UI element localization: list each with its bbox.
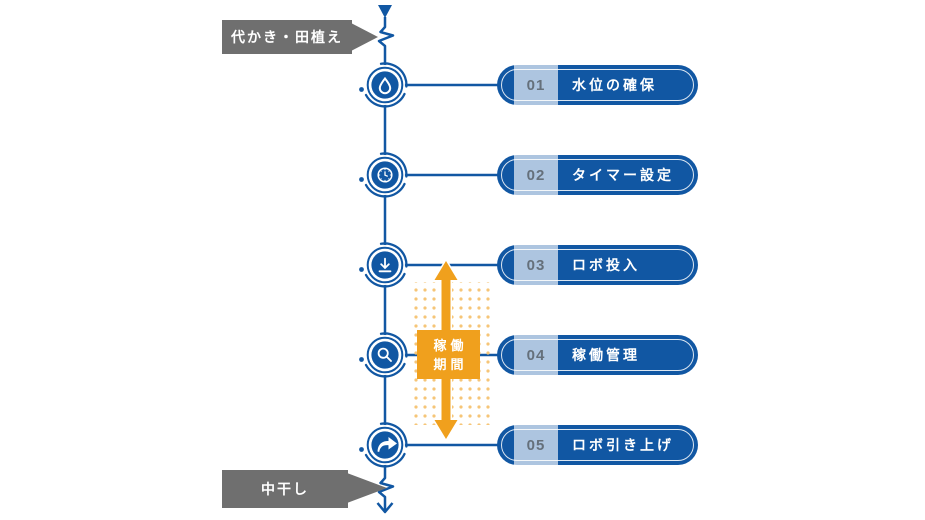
- period-label-line2: 期間: [433, 356, 468, 372]
- period-label-line1: 稼働: [433, 337, 468, 353]
- phase-label-end: 中干し: [222, 470, 348, 508]
- step-label: ロボ引き上げ: [572, 437, 674, 453]
- step-number-band: 05: [514, 425, 558, 465]
- phase-label-start: 代かき・田植え: [222, 20, 352, 54]
- step-pill-5: 05 ロボ引き上げ: [497, 425, 698, 465]
- arrow-right-icon: [359, 422, 408, 468]
- step-pill-3: 03 ロボ投入: [497, 245, 698, 285]
- step-label: タイマー設定: [572, 167, 674, 183]
- step-label: 稼働管理: [572, 347, 640, 363]
- step-label: 水位の確保: [572, 77, 657, 93]
- step-number-band: 04: [514, 335, 558, 375]
- clock-icon: [359, 152, 408, 198]
- step-number: 04: [526, 346, 546, 364]
- spine-end-arrowhead-icon: [376, 502, 394, 514]
- step-number-band: 02: [514, 155, 558, 195]
- step-pill-2: 02 タイマー設定: [497, 155, 698, 195]
- step-number-band: 01: [514, 65, 558, 105]
- water-drop-icon: [359, 62, 408, 108]
- step-number: 01: [526, 76, 546, 94]
- download-icon: [359, 242, 408, 288]
- step-number: 05: [526, 436, 546, 454]
- step-number-band: 03: [514, 245, 558, 285]
- step-pill-4: 04 稼働管理: [497, 335, 698, 375]
- search-icon: [359, 332, 408, 378]
- step-number: 02: [526, 166, 546, 184]
- step-pill-1: 01 水位の確保: [497, 65, 698, 105]
- step-number: 03: [526, 256, 546, 274]
- period-label-box: 稼働 期間: [417, 330, 480, 379]
- spine-start-arrowhead-icon: [378, 5, 392, 18]
- step-label: ロボ投入: [572, 257, 640, 273]
